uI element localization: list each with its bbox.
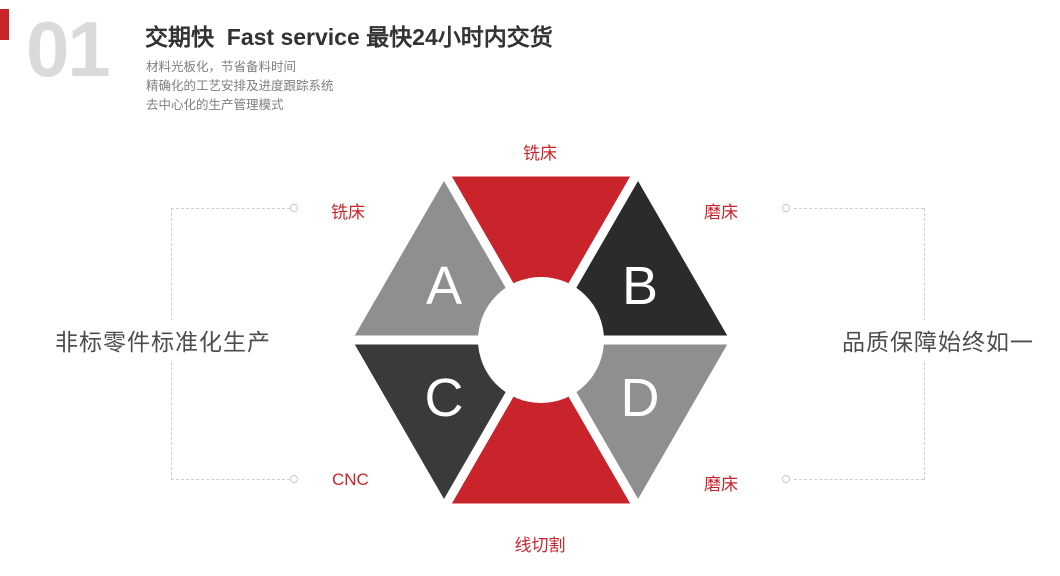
page-title: 交期快 Fast service 最快24小时内交货: [145, 24, 553, 50]
segment-letter-a: A: [426, 256, 462, 316]
connector-dot-right-bottom: [782, 475, 790, 483]
label-right-top: 磨床: [704, 203, 738, 222]
connector-dot-left-top: [290, 204, 298, 212]
segment-letter-b: B: [622, 256, 658, 316]
label-left-top: 铣床: [331, 203, 365, 222]
right-caption: 品质保障始终如一: [836, 320, 1040, 360]
section-number: 01: [26, 5, 111, 93]
center-circle: [478, 277, 604, 403]
connector-line-left-top: [171, 208, 290, 209]
connector-dot-left-bottom: [290, 475, 298, 483]
accent-bar: [0, 9, 9, 40]
label-left-bottom: CNC: [332, 470, 369, 489]
connector-line-right-top: [794, 208, 924, 209]
feature-list: 材料光板化，节省备料时间 精确化的工艺安排及进度跟踪系统 去中心化的生产管理模式: [146, 58, 334, 115]
segment-letter-d: D: [621, 368, 660, 428]
feature-item: 去中心化的生产管理模式: [146, 98, 284, 112]
connector-dot-right-top: [782, 204, 790, 212]
feature-item: 精确化的工艺安排及进度跟踪系统: [146, 79, 334, 93]
label-bottom: 线切割: [514, 536, 566, 555]
feature-item: 材料光板化，节省备料时间: [146, 60, 297, 74]
segment-letter-c: C: [425, 368, 464, 428]
hexagon-diagram: A B C D: [347, 172, 735, 508]
segment-top-left: [347, 172, 546, 345]
connector-line-right-bottom: [794, 479, 924, 480]
label-top: 铣床: [523, 144, 557, 163]
left-caption: 非标零件标准化生产: [49, 320, 277, 360]
connector-line-left-bottom: [171, 479, 290, 480]
label-right-bottom: 磨床: [704, 475, 738, 494]
